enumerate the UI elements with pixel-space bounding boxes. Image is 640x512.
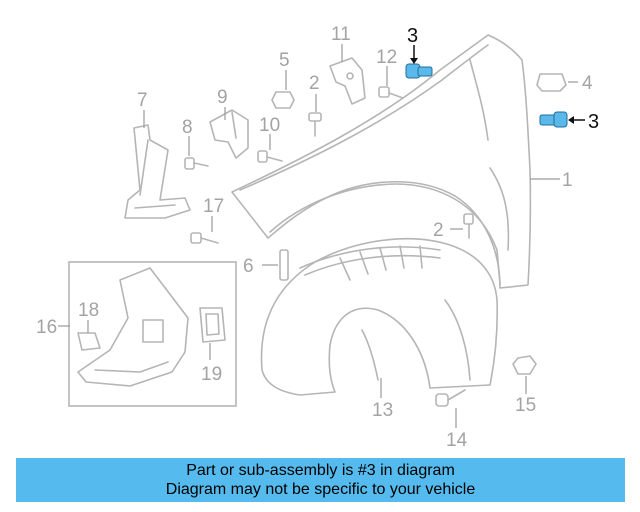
callout-12: 12: [376, 47, 397, 68]
callout-18: 18: [78, 300, 99, 321]
highlighted-bolt-upper[interactable]: [405, 45, 433, 79]
callout-9: 9: [217, 87, 228, 108]
callout-19: 19: [201, 364, 222, 385]
leader-lines: [58, 44, 578, 428]
highlighted-bolt-right[interactable]: [539, 111, 585, 128]
callout-8: 8: [182, 117, 193, 138]
fender-part: [231, 34, 532, 289]
callout-11: 11: [331, 24, 351, 45]
banner-line-2: Diagram may not be specific to your vehi…: [165, 481, 476, 498]
callout-3-right: 3: [588, 111, 599, 133]
callout-2-lower: 2: [433, 220, 444, 241]
banner-line-1: Part or sub-assembly is #3 in diagram: [186, 462, 455, 479]
callout-13: 13: [372, 400, 393, 421]
callout-10: 10: [259, 115, 280, 136]
bracket-part-9: [209, 109, 249, 159]
deflector-part-16: [77, 267, 189, 387]
callout-6: 6: [243, 256, 254, 277]
callout-16: 16: [36, 317, 57, 338]
bracket-part-7: [124, 124, 191, 219]
assembly-16-box: [68, 261, 237, 407]
fasteners-grey: [77, 73, 567, 407]
info-banner: Part or sub-assembly is #3 in diagram Di…: [16, 458, 625, 502]
bracket-part-11: [329, 57, 366, 105]
fender-liner-part: [260, 237, 498, 396]
callout-7: 7: [137, 90, 148, 111]
callout-5: 5: [279, 50, 290, 71]
callout-3-upper: 3: [407, 25, 418, 47]
callout-14: 14: [446, 430, 468, 451]
callout-15: 15: [515, 395, 536, 416]
callout-1: 1: [562, 170, 573, 191]
callout-2-upper: 2: [309, 73, 320, 94]
parts-diagram: 1 2 2 3 3 4 5 6 7 8 9 10 11 12 13 14 15 …: [36, 24, 599, 451]
callout-17: 17: [203, 196, 224, 217]
callout-4: 4: [582, 73, 593, 94]
